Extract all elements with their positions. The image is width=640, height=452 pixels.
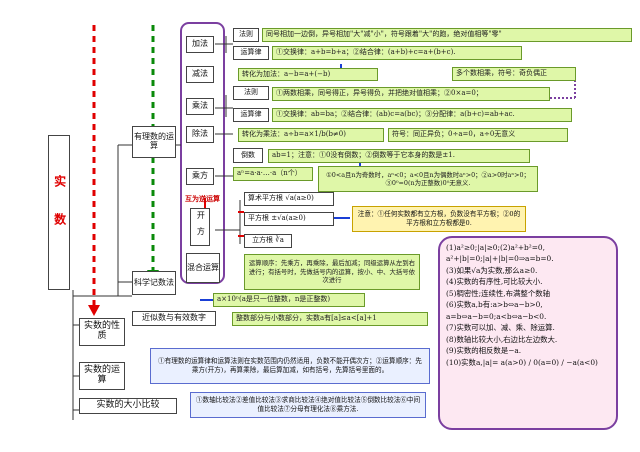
- operations-label: 实数的运算: [83, 365, 120, 385]
- approx-label: 近似数与有效数字: [142, 313, 206, 323]
- compare-content: ①数轴比较法②差值比较法③求商比较法④绝对值比较法⑤倒数比较法⑥中间值比较法⑦分…: [195, 396, 421, 413]
- div-label: 除法: [192, 129, 208, 139]
- mul-law-content: ①交换律：ab=ba；②结合律：(ab)c=a(bc)；③分配律：a(b+c)=…: [276, 110, 515, 119]
- property-item: (10)实数a,|a|= a(a>0) / 0(a=0) / −a(a<0): [446, 357, 598, 367]
- cbrt-node: 立方根 ∛a: [244, 234, 292, 248]
- mixed-label: 混合运算: [187, 262, 219, 272]
- mul-rule-text: ①两数相乘，同号得正，异号得负，并把绝对值相乘；②0×a=0；: [272, 87, 550, 101]
- sci-notation-node: 科学记数法: [132, 271, 176, 295]
- sci-notation-label: 科学记数法: [134, 277, 174, 287]
- rational-ops-node: 有理数的运算: [132, 126, 176, 158]
- property-item: (5)稠密性;连续性,布满整个数轴: [446, 288, 550, 298]
- pow-node: 乘方: [186, 168, 214, 185]
- add-law-text: ①交换律：a+b=b+a；②结合律：(a+b)+c=a+(b+c).: [272, 46, 522, 60]
- add-rule-label: 法则: [239, 30, 253, 39]
- properties-panel: (1)a²≥0;|a|≥0;(2)a²+b²=0, a²+|b|=0;|a|+|b…: [438, 236, 618, 430]
- recip-text: ab=1；注意：①0没有倒数；②倒数等于它本身的数是±1.: [268, 149, 530, 163]
- sqrt-note-content: 注意：①任何实数都有立方根，负数没有平方根；②0的平方根和立方根都是0.: [357, 210, 521, 227]
- inverse-op-label: 互为逆运算: [185, 194, 220, 203]
- property-item: (7)实数可以加、减、乘、除运算.: [446, 323, 555, 333]
- property-item: a²+|b|=0;|a|+|b|=0⇒a=b=0.: [446, 254, 554, 264]
- properties-label: 实数的性质: [83, 321, 120, 341]
- add-rule-text: 同号相加一边倒，异号相加"大"减"小"，符号跟着"大"的跑，绝对值相等"零": [262, 28, 632, 42]
- property-item: (4)实数的有序性,可比较大小.: [446, 277, 543, 287]
- mul-node: 乘法: [186, 98, 214, 115]
- sqrt-label: 平方根: [248, 214, 269, 223]
- compare-node: 实数的大小比较: [79, 398, 177, 414]
- pow-sign-text: ①0<a且n为奇数时，aⁿ<0；a<0且n为偶数时aⁿ>0；②a>0时aⁿ>0；…: [318, 166, 538, 192]
- property-item: a=b⇔a−b=0;a<b⇔a−b<0.: [446, 311, 547, 321]
- approx-text: 整数部分与小数部分，实数a有[a]≤a<[a]+1: [232, 312, 428, 326]
- add-rule-content: 同号相加一边倒，异号相加"大"减"小"，符号跟着"大"的跑，绝对值相等"零": [266, 30, 502, 39]
- rational-ops-label: 有理数的运算: [134, 132, 174, 150]
- property-item: (9)实数的相反数是−a.: [446, 346, 522, 356]
- mul-law-text: ①交换律：ab=ba；②结合律：(ab)c=a(bc)；③分配律：a(b+c)=…: [272, 108, 572, 122]
- mul-rule-node: 法则: [233, 86, 269, 100]
- recip-content: ab=1；注意：①0没有倒数；②倒数等于它本身的数是±1.: [272, 151, 455, 160]
- property-item: (8)数轴比较大小,右边比左边数大.: [446, 334, 558, 344]
- approx-content: 整数部分与小数部分，实数a有[a]≤a<[a]+1: [236, 314, 377, 323]
- mul-law-label: 运算律: [240, 110, 262, 119]
- div-sign-text: 符号：同正异负；0÷a=0，a÷0无意义: [388, 128, 568, 142]
- sub-node: 减法: [186, 66, 214, 83]
- sci-content: a×10ⁿ(a是只一位整数，n是正整数): [217, 295, 331, 304]
- operations-node: 实数的运算: [79, 362, 125, 390]
- ops-content: ①有理数的运算律和运算法则在实数范围内仍然适用，负数不能开偶次方；②运算顺序：先…: [158, 357, 422, 374]
- mul-law-node: 运算律: [233, 108, 269, 122]
- sqrt-node: 平方根 ±√a(a≥0): [244, 212, 334, 226]
- properties-node: 实数的性质: [79, 318, 125, 346]
- root-op-label: 开方: [196, 211, 206, 243]
- arith-sqrt-node: 算术平方根 √a(a≥0): [244, 192, 334, 206]
- root-node: 实数: [48, 135, 70, 290]
- sci-text: a×10ⁿ(a是只一位整数，n是正整数): [213, 293, 365, 307]
- sqrt-value: ±√a(a≥0): [271, 214, 306, 223]
- arith-sqrt-label: 算术平方根: [248, 194, 283, 203]
- cbrt-value: ∛a: [275, 236, 284, 245]
- add-law-content: ①交换律：a+b=b+a；②结合律：(a+b)+c=a+(b+c).: [276, 48, 456, 57]
- compare-label: 实数的大小比较: [96, 400, 160, 411]
- mixed-content: 运算顺序：先乘方，再乘除，最后加减；同级运算从左到右进行；有括号时，先做括号内的…: [248, 259, 416, 285]
- add-rule-node: 法则: [233, 28, 259, 42]
- add-law-label: 运算律: [240, 48, 262, 57]
- recip-node: 倒数: [233, 148, 263, 163]
- approx-node: 近似数与有效数字: [132, 311, 216, 326]
- sqrt-note-text: 注意：①任何实数都有立方根，负数没有平方根；②0的平方根和立方根都是0.: [352, 206, 526, 232]
- sub-rule-text: 转化为加法：a−b=a+(−b): [238, 68, 378, 81]
- mixed-node: 混合运算: [186, 253, 220, 283]
- property-item: (1)a²≥0;|a|≥0;(2)a²+b²=0,: [446, 243, 545, 252]
- multi-sign-text: 多个数相乘，符号：奇负偶正: [452, 67, 576, 81]
- property-item: (3)如果√a为实数,那么a≥0.: [446, 265, 538, 275]
- add-label: 加法: [192, 39, 208, 49]
- root-label: 实数: [52, 174, 67, 251]
- add-node: 加法: [186, 36, 214, 53]
- add-law-node: 运算律: [233, 46, 269, 60]
- div-sign-content: 符号：同正异负；0÷a=0，a÷0无意义: [392, 130, 516, 139]
- mul-label: 乘法: [192, 101, 208, 111]
- pow-def-text: aⁿ=a·a·…·a（n个）: [233, 167, 313, 181]
- recip-label: 倒数: [241, 150, 255, 159]
- arith-sqrt-value: √a(a≥0): [285, 194, 314, 203]
- mixed-text: 运算顺序：先乘方，再乘除，最后加减；同级运算从左到右进行；有括号时，先做括号内的…: [244, 254, 420, 290]
- sub-label: 减法: [192, 69, 208, 79]
- cbrt-label: 立方根: [252, 236, 274, 245]
- multi-sign-content: 多个数相乘，符号：奇负偶正: [456, 69, 547, 78]
- div-rule-text: 转化为乘法：a÷b=a×1/b(b≠0): [238, 128, 384, 142]
- div-rule-content: 转化为乘法：a÷b=a×1/b(b≠0): [242, 130, 346, 139]
- pow-def-content: aⁿ=a·a·…·a（n个）: [237, 169, 302, 178]
- sub-rule-content: 转化为加法：a−b=a+(−b): [242, 69, 331, 78]
- root-op-node: 开方: [190, 208, 210, 246]
- property-item: (6)实数a,b有:a>b⇔a−b>0,: [446, 300, 543, 310]
- div-node: 除法: [186, 126, 214, 143]
- mul-rule-label: 法则: [244, 88, 258, 97]
- pow-sign-content: ①0<a且n为奇数时，aⁿ<0；a<0且n为偶数时aⁿ>0；②a>0时aⁿ>0；…: [326, 171, 530, 187]
- pow-label: 乘方: [192, 171, 208, 181]
- mul-rule-content: ①两数相乘，同号得正，异号得负，并把绝对值相乘；②0×a=0；: [276, 89, 483, 98]
- compare-text: ①数轴比较法②差值比较法③求商比较法④绝对值比较法⑤倒数比较法⑥中间值比较法⑦分…: [190, 392, 426, 418]
- ops-text: ①有理数的运算律和运算法则在实数范围内仍然适用，负数不能开偶次方；②运算顺序：先…: [150, 348, 430, 384]
